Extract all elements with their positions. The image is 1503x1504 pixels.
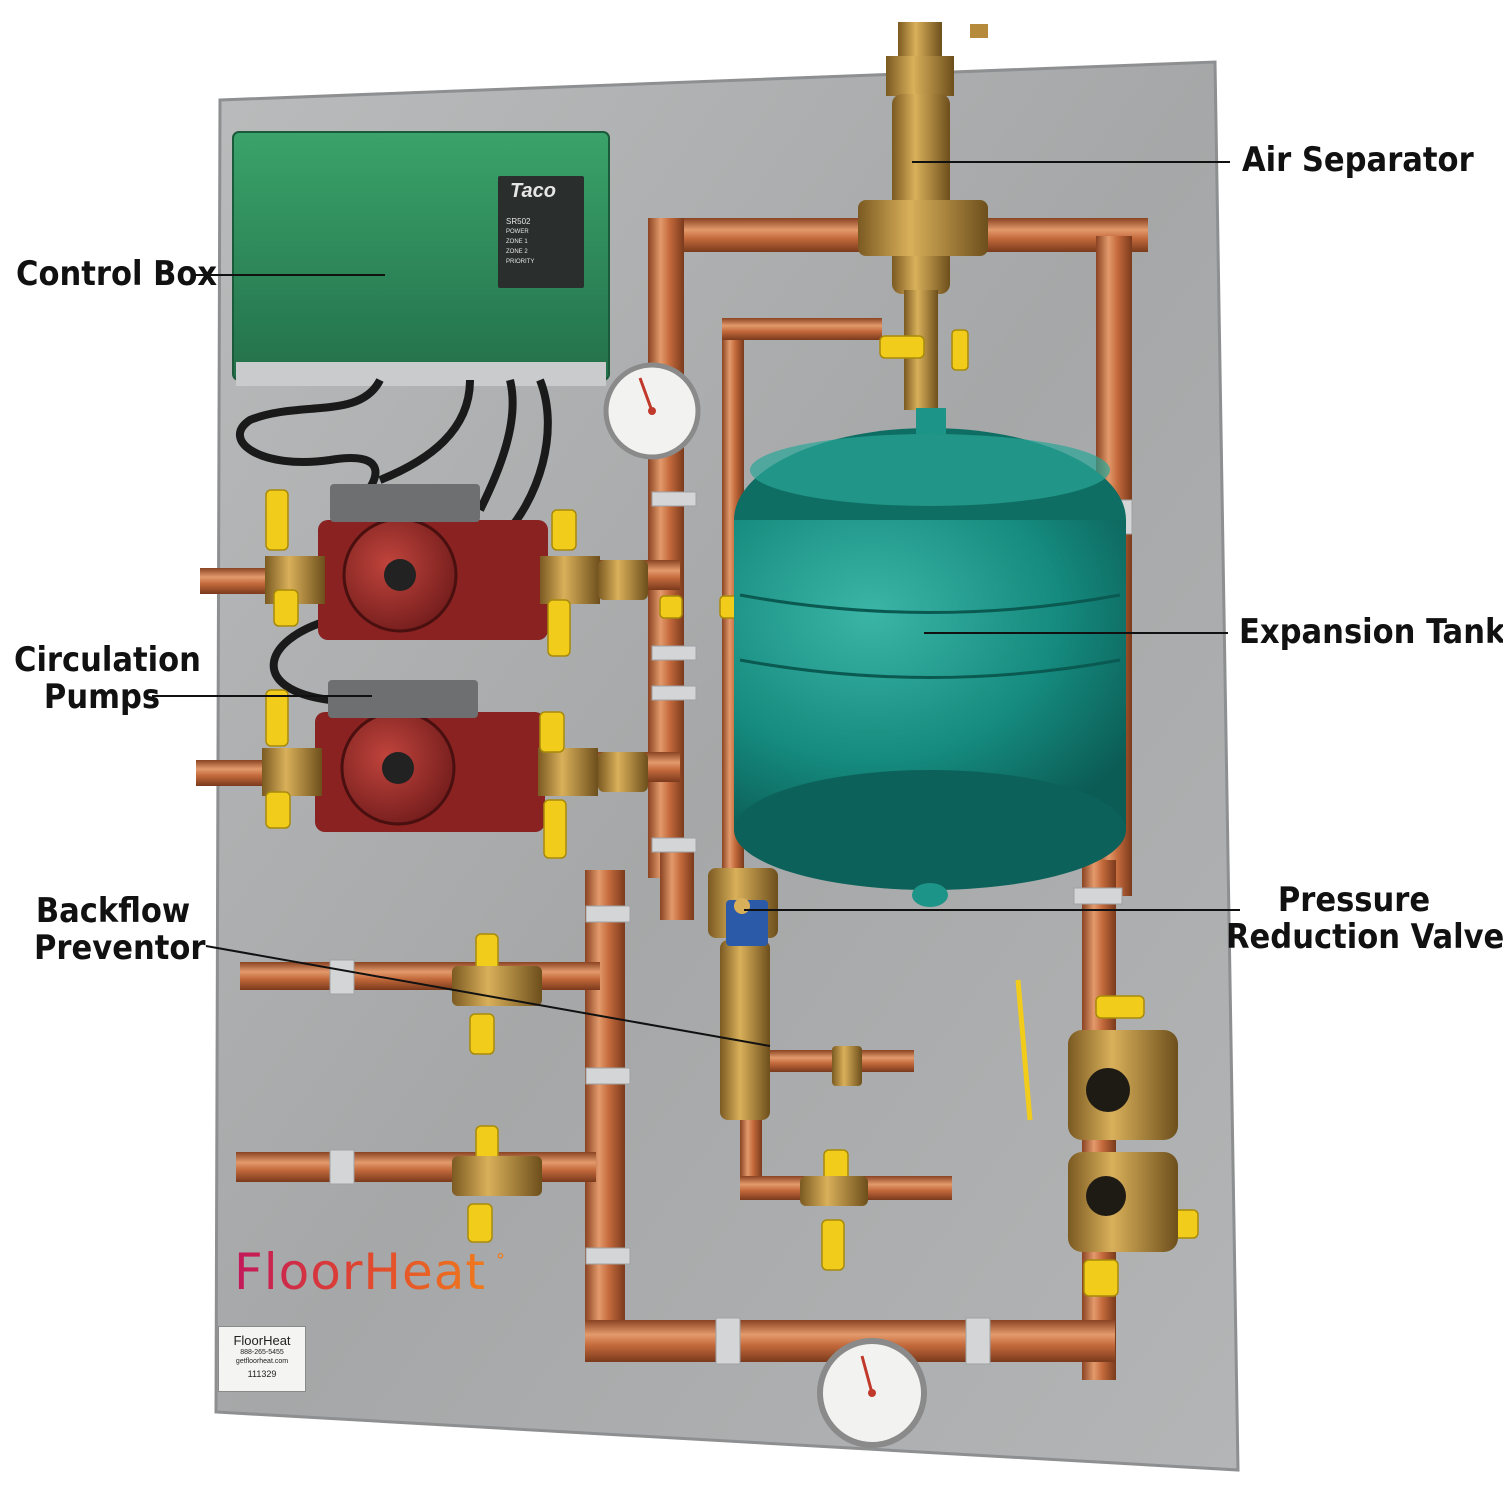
circulation-pump-upper bbox=[265, 484, 600, 640]
valve-port-lower bbox=[1086, 1176, 1126, 1216]
circulation-pump-lower bbox=[262, 680, 598, 832]
control-status-2: ZONE 1 bbox=[506, 239, 528, 245]
pipe-clamps bbox=[329, 491, 1133, 1365]
backflow-preventor-label-line2: Preventor bbox=[34, 928, 206, 968]
pressure-reduction-valve bbox=[708, 868, 778, 946]
circulation-pumps-label-line2: Pumps bbox=[43, 677, 161, 717]
air-separator-label: Air Separator bbox=[1242, 140, 1474, 180]
sticker-web: getfloorheat.com bbox=[235, 1358, 289, 1365]
pressure-reduction-valve-label-line1: Pressure bbox=[1277, 880, 1431, 920]
control-box-label: Control Box bbox=[16, 254, 218, 294]
leader-lines bbox=[152, 161, 1240, 1047]
control-box-nameplate: Taco SR502 POWER ZONE 1 ZONE 2 PRIORITY bbox=[498, 176, 584, 288]
circulation-pumps-label-line1: Circulation bbox=[14, 640, 201, 680]
control-status-1: POWER bbox=[506, 229, 529, 235]
sticker-name: FloorHeat bbox=[233, 1333, 291, 1348]
air-separator-body bbox=[858, 22, 988, 410]
control-brand: Taco bbox=[510, 180, 556, 202]
control-status-3: ZONE 2 bbox=[506, 249, 528, 255]
label-control-box: Control Box bbox=[16, 256, 217, 293]
valve-port-upper bbox=[1086, 1068, 1130, 1112]
label-expansion-tank: Expansion Tank bbox=[1239, 614, 1503, 651]
temp-pressure-gauge-lower bbox=[817, 1338, 927, 1448]
control-model: SR502 bbox=[506, 217, 531, 226]
sticker-serial: 111329 bbox=[247, 1369, 277, 1379]
sticker-phone: 888-265-5455 bbox=[240, 1349, 284, 1356]
label-pressure-reduction-valve: Pressure Reduction Valve bbox=[1226, 880, 1503, 957]
expansion-tank-label: Expansion Tank bbox=[1239, 612, 1503, 652]
floorheat-logo: FloorHeat bbox=[234, 1243, 486, 1301]
serial-sticker: FloorHeat 888-265-5455 getfloorheat.com … bbox=[218, 1326, 306, 1392]
label-circulation-pumps: Circulation Pumps bbox=[14, 640, 201, 717]
label-backflow-preventor: Backflow Preventor bbox=[34, 891, 206, 968]
label-air-separator: Air Separator bbox=[1242, 142, 1474, 179]
expansion-tank bbox=[734, 408, 1126, 907]
backflow-preventor-label-line1: Backflow bbox=[35, 891, 191, 931]
control-status-4: PRIORITY bbox=[506, 259, 535, 265]
logo-degree-mark: ° bbox=[496, 1250, 505, 1271]
temp-pressure-gauge-upper bbox=[603, 362, 701, 460]
pressure-reduction-valve-label-line2: Reduction Valve bbox=[1226, 917, 1503, 957]
